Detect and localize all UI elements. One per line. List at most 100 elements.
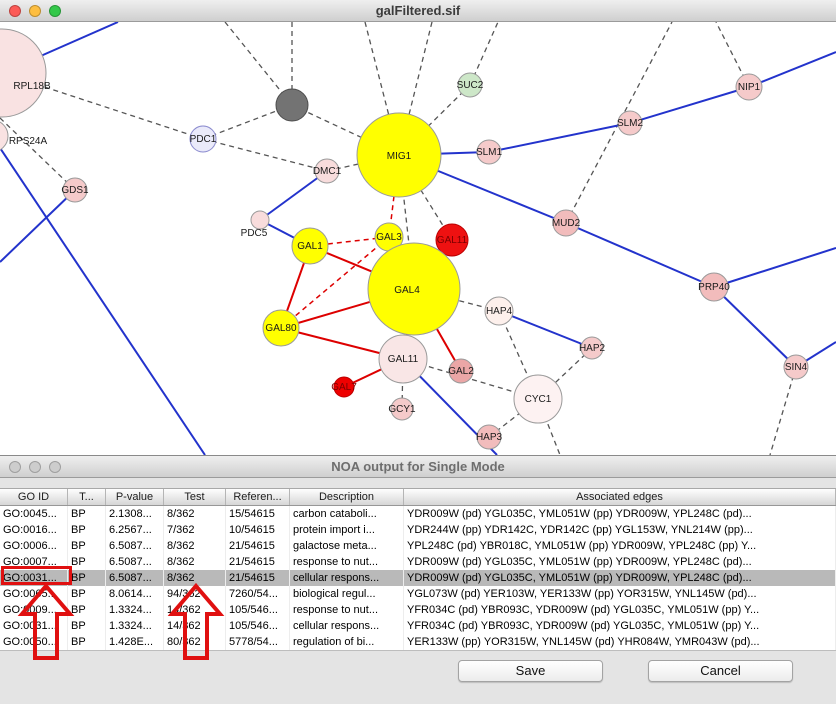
- network-node-dmc1[interactable]: [314, 158, 340, 184]
- network-edge[interactable]: [0, 136, 206, 455]
- cancel-button[interactable]: Cancel: [648, 660, 793, 682]
- network-edge[interactable]: [202, 104, 293, 140]
- close-icon[interactable]: [9, 5, 21, 17]
- table-cell: 14/362: [164, 602, 226, 618]
- network-edge[interactable]: [291, 104, 400, 156]
- network-node-label: MUD2: [552, 218, 581, 229]
- network-edge[interactable]: [537, 347, 593, 400]
- network-node-label: GAL11: [388, 354, 419, 365]
- network-edge[interactable]: [364, 22, 400, 156]
- column-header-2[interactable]: P-value: [106, 489, 164, 505]
- table-cell: 21/54615: [226, 554, 290, 570]
- table-cell: 94/362: [164, 586, 226, 602]
- network-node-gal7[interactable]: [333, 376, 355, 398]
- table-cell: GO:0045...: [0, 506, 68, 522]
- network-edge[interactable]: [0, 117, 76, 191]
- network-node-gcy1[interactable]: [390, 397, 414, 421]
- table-cell: regulation of bi...: [290, 634, 404, 650]
- table-cell: BP: [68, 570, 106, 586]
- table-cell: 21/54615: [226, 538, 290, 554]
- network-edge[interactable]: [713, 286, 797, 368]
- table-cell: 8/362: [164, 538, 226, 554]
- table-cell: carbon cataboli...: [290, 506, 404, 522]
- network-node-label: RPL18B: [13, 81, 51, 92]
- minimize-icon[interactable]: [29, 461, 41, 473]
- network-node-gray1[interactable]: [275, 88, 309, 122]
- network-node-cyc1[interactable]: [513, 374, 563, 424]
- column-header-4[interactable]: Referen...: [226, 489, 290, 505]
- column-header-0[interactable]: GO ID: [0, 489, 68, 505]
- network-edge[interactable]: [202, 138, 328, 172]
- network-node-mig1[interactable]: [356, 112, 442, 198]
- zoom-icon[interactable]: [49, 5, 61, 17]
- network-node-rps24a[interactable]: [0, 120, 9, 152]
- network-edge[interactable]: [498, 310, 539, 400]
- network-node-pdc5[interactable]: [250, 210, 270, 230]
- network-node-label: GAL1: [297, 241, 323, 252]
- column-header-5[interactable]: Description: [290, 489, 404, 505]
- network-canvas[interactable]: RPL18BRPS24AGDS1PDC1DMC1MIG1SUC2SLM1SLM2…: [0, 22, 836, 455]
- network-node-label: RPS24A: [9, 136, 48, 147]
- network-node-gal80[interactable]: [262, 309, 300, 347]
- network-node-label: SUC2: [457, 80, 484, 91]
- network-node-nip1[interactable]: [735, 73, 763, 101]
- table-cell: YPL248C (pd) YBR018C, YML051W (pp) YDR00…: [404, 538, 836, 554]
- network-node-mud2[interactable]: [552, 209, 580, 237]
- network-node-slm1[interactable]: [476, 139, 502, 165]
- network-edge[interactable]: [629, 86, 750, 124]
- minimize-icon[interactable]: [29, 5, 41, 17]
- network-node-suc2[interactable]: [457, 72, 483, 98]
- column-header-6[interactable]: Associated edges: [404, 489, 836, 505]
- network-node-gal11[interactable]: [378, 334, 428, 384]
- network-edge[interactable]: [498, 310, 593, 349]
- network-edge[interactable]: [488, 122, 631, 153]
- network-node-hap4[interactable]: [484, 296, 514, 326]
- table-cell: BP: [68, 602, 106, 618]
- table-cell: 5778/54...: [226, 634, 290, 650]
- table-cell: GO:0031...: [0, 618, 68, 634]
- network-node-gal1[interactable]: [291, 227, 329, 265]
- zoom-icon[interactable]: [49, 461, 61, 473]
- noa-window-titlebar[interactable]: NOA output for Single Mode: [0, 456, 836, 478]
- network-node-pdc1[interactable]: [189, 125, 217, 153]
- table-cell: YFR034C (pd) YBR093C, YDR009W (pd) YGL03…: [404, 602, 836, 618]
- network-edge[interactable]: [259, 170, 328, 221]
- network-edge[interactable]: [565, 22, 673, 224]
- table-cell: BP: [68, 522, 106, 538]
- network-node-sin4[interactable]: [783, 354, 809, 380]
- network-node-gal11r[interactable]: [435, 223, 469, 257]
- save-button[interactable]: Save: [458, 660, 603, 682]
- network-node-gal4[interactable]: [367, 242, 461, 336]
- network-node-hap3[interactable]: [476, 424, 502, 450]
- table-cell: 21/54615: [226, 570, 290, 586]
- network-window-titlebar[interactable]: galFiltered.sif: [0, 0, 836, 22]
- network-node-hap2[interactable]: [580, 336, 604, 360]
- network-edge[interactable]: [0, 189, 76, 263]
- network-edge[interactable]: [398, 22, 433, 156]
- network-edge[interactable]: [565, 222, 715, 288]
- network-edge[interactable]: [280, 236, 390, 329]
- close-icon[interactable]: [9, 461, 21, 473]
- network-node-slm2[interactable]: [617, 110, 643, 136]
- network-node-gal2[interactable]: [448, 358, 474, 384]
- network-edge[interactable]: [769, 366, 797, 455]
- network-edge[interactable]: [748, 51, 836, 88]
- network-node-rpl18b[interactable]: [0, 28, 47, 118]
- column-header-3[interactable]: Test: [164, 489, 226, 505]
- table-cell: 105/546...: [226, 602, 290, 618]
- column-header-1[interactable]: T...: [68, 489, 106, 505]
- network-node-prp40[interactable]: [699, 272, 729, 302]
- network-node-gds1[interactable]: [62, 177, 88, 203]
- network-edge[interactable]: [713, 247, 836, 288]
